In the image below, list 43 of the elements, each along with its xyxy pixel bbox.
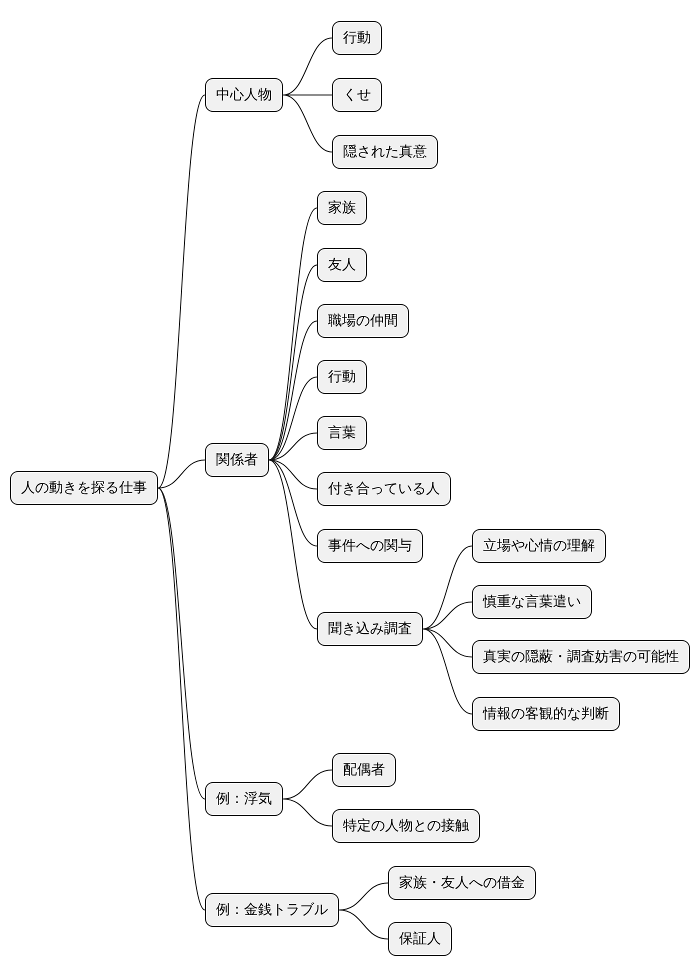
topic-box: 聞き込み調査 (317, 612, 423, 646)
topic-box: 保証人 (388, 922, 452, 956)
connector-line (422, 546, 472, 630)
topic-box: 人の動きを探る仕事 (10, 471, 158, 505)
topic-box: 立場や心情の理解 (472, 529, 606, 563)
topic-box: 付き合っている人 (317, 472, 451, 506)
topic-box: 特定の人物との接触 (332, 809, 480, 843)
topic-box: 例：金銭トラブル (205, 893, 339, 927)
topic-box: 関係者 (205, 443, 269, 477)
connector-line (268, 376, 318, 460)
connector-line (268, 208, 318, 460)
connector-line (158, 488, 206, 800)
connector-line (268, 460, 318, 490)
topic-box: 例：浮気 (205, 782, 283, 816)
connector-line (268, 264, 318, 460)
topic-box: 隠された真意 (332, 135, 438, 169)
connector-line (338, 910, 388, 940)
topic-box: 行動 (332, 21, 382, 55)
topic-box: 配偶者 (332, 753, 396, 787)
connector-line (282, 94, 332, 96)
topic-box: くせ (332, 78, 382, 112)
topic-box: 中心人物 (205, 78, 283, 112)
connector-line (422, 628, 472, 658)
connector-line (268, 460, 318, 630)
topic-box: 友人 (317, 248, 367, 282)
topic-box: 言葉 (317, 416, 367, 450)
topic-box: 慎重な言葉遣い (472, 585, 592, 619)
connector-line (282, 798, 332, 826)
topic-box: 職場の仲間 (317, 304, 409, 338)
topic-box: 家族・友人への借金 (388, 866, 536, 900)
topic-box: 真実の隠蔽・調査妨害の可能性 (472, 640, 690, 674)
topic-box: 家族 (317, 191, 367, 225)
connector-line (282, 94, 332, 152)
connector-line (158, 460, 206, 488)
topic-box: 情報の客観的な判断 (472, 697, 620, 731)
connector-line (158, 488, 206, 910)
topic-box: 行動 (317, 360, 367, 394)
connector-line (158, 94, 206, 488)
connector-line (268, 460, 318, 546)
connector-line (282, 38, 332, 96)
connector-line (422, 628, 472, 714)
connector-line (268, 320, 318, 460)
topic-box: 事件への関与 (317, 529, 423, 563)
